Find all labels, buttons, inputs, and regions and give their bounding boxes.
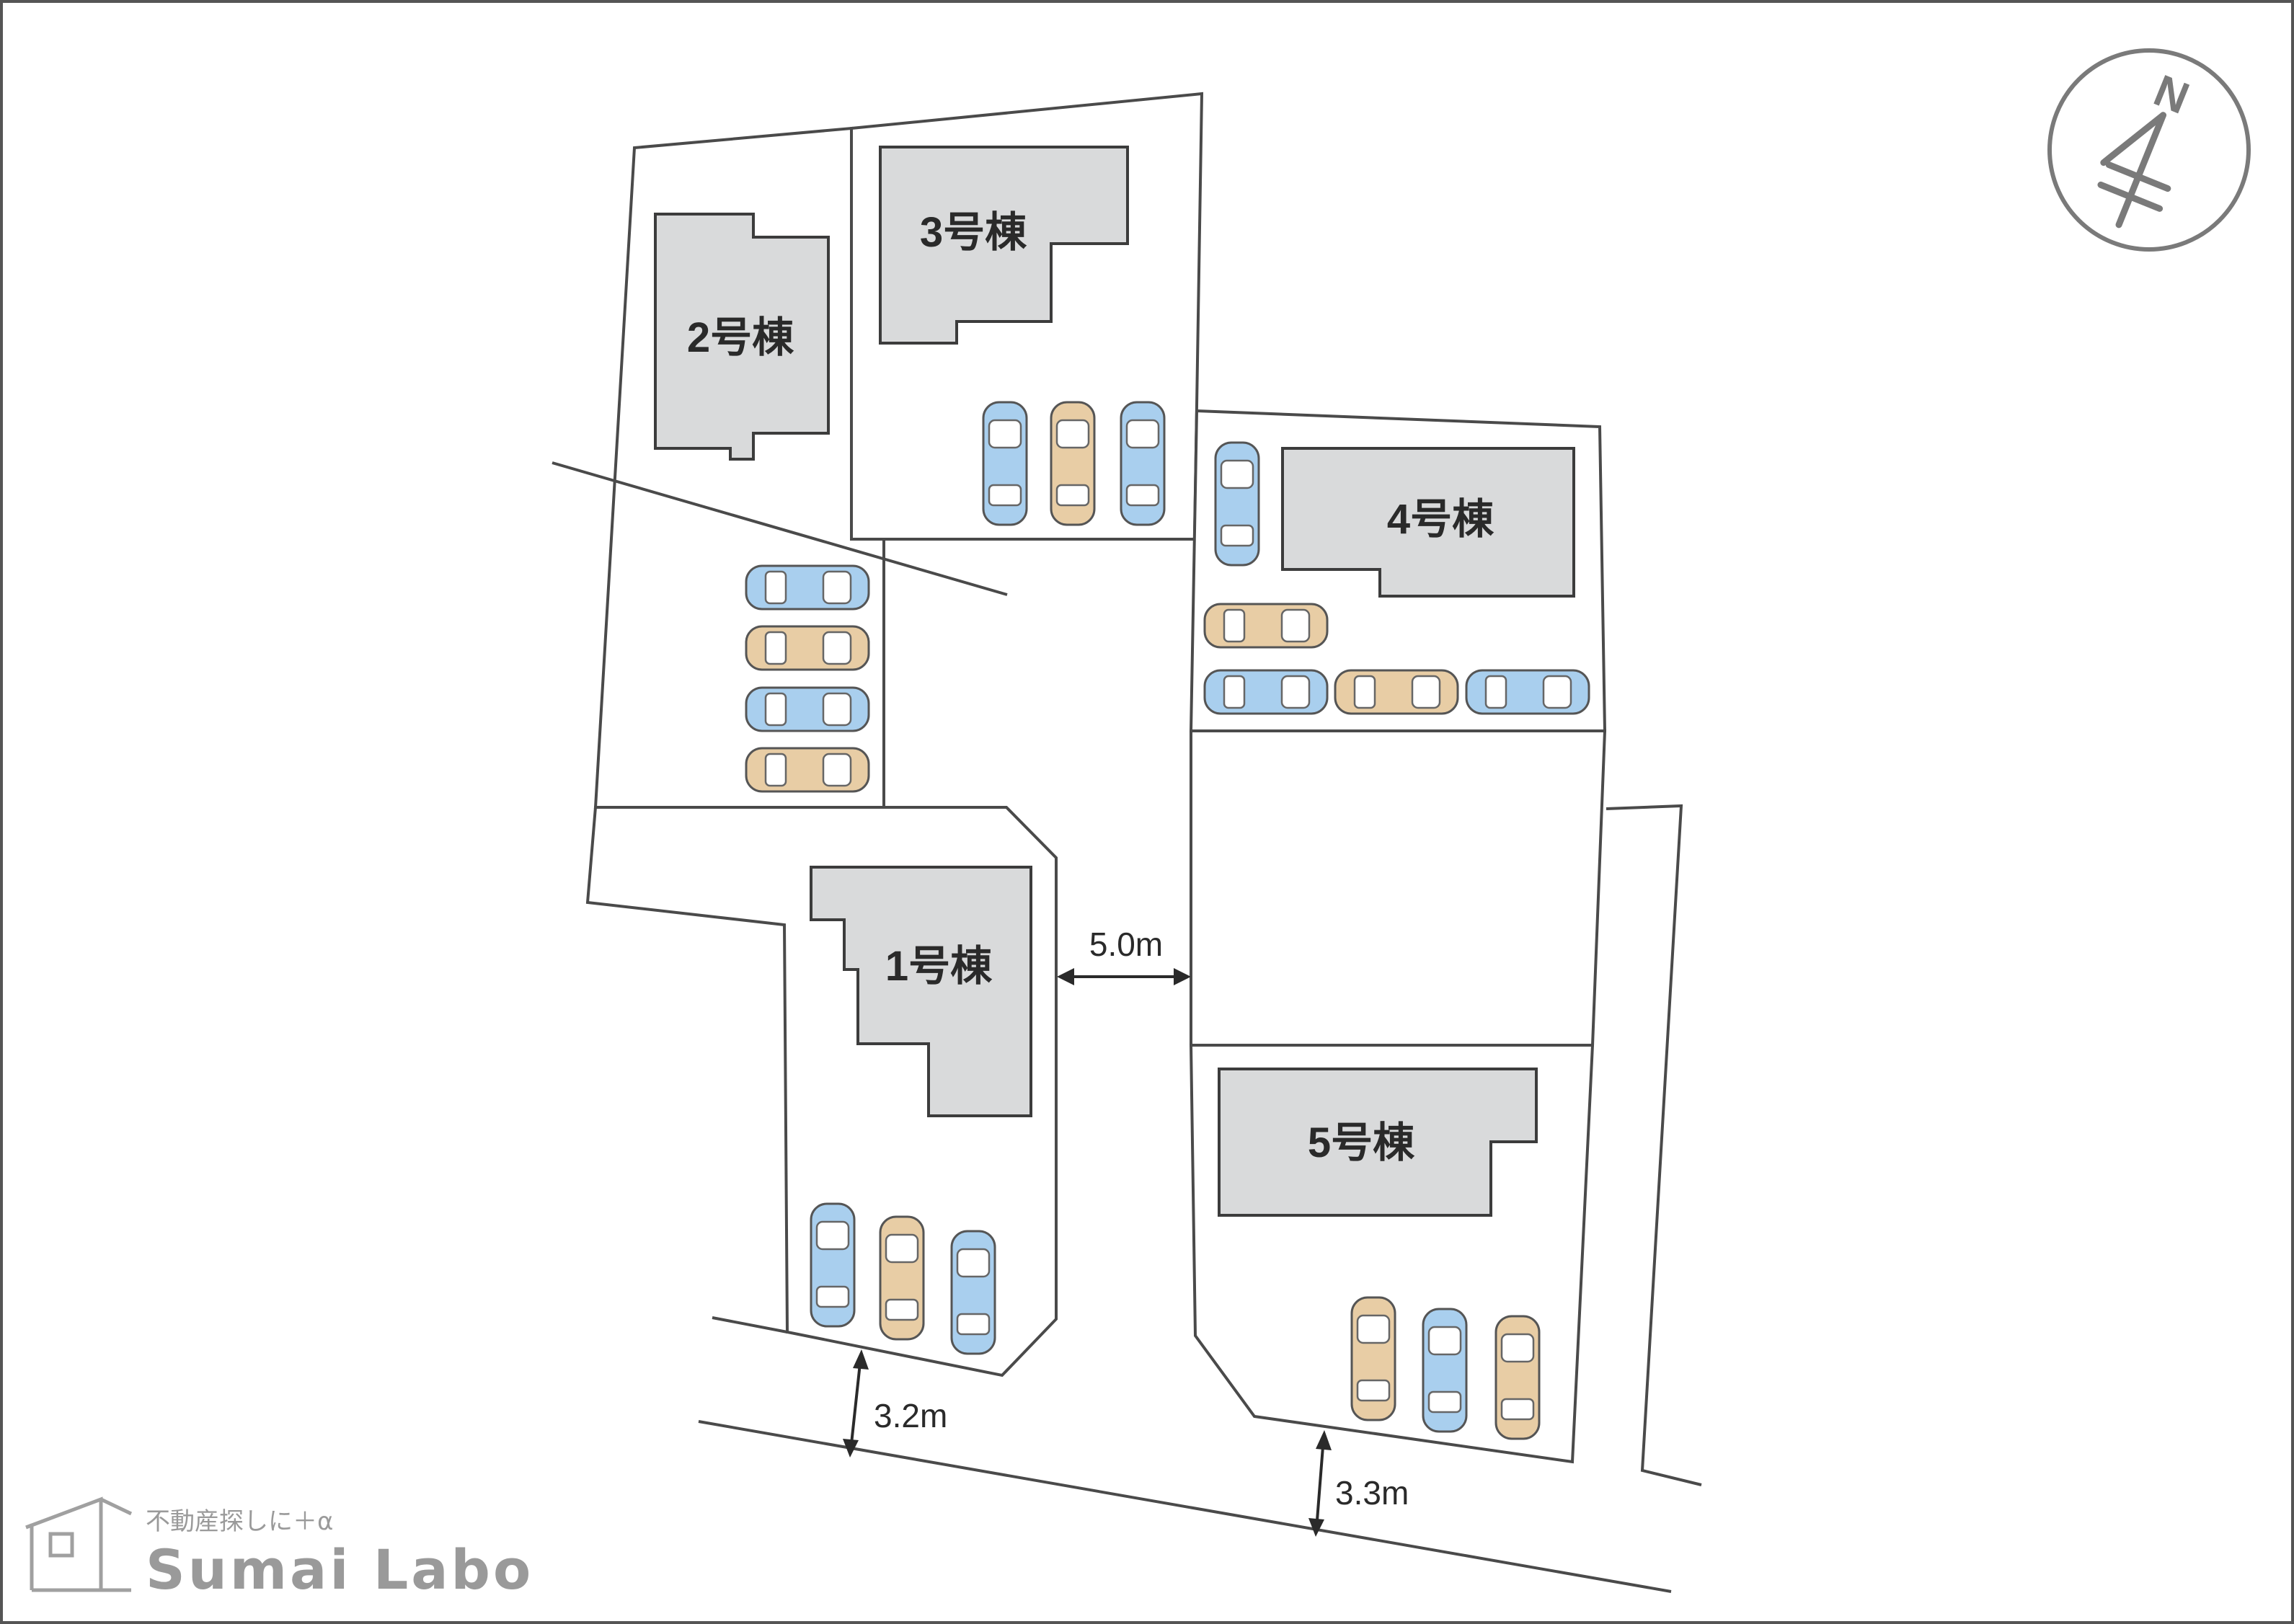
dimension-front-road-right: 3.3m <box>1308 1430 1409 1537</box>
north-compass-icon: N <box>2047 48 2251 252</box>
road-width-label: 5.0m <box>1089 926 1163 963</box>
building-5-label: 5号棟 <box>1308 1119 1415 1166</box>
dimension-arrow-line <box>1315 1437 1325 1530</box>
car-icon <box>1465 669 1590 715</box>
house-logo-icon <box>25 1496 133 1592</box>
lot-middle-boundary <box>1190 729 1607 1047</box>
car-icon <box>745 625 870 671</box>
dimension-arrow-line <box>849 1356 862 1451</box>
car-icon <box>1422 1308 1468 1433</box>
car-icon <box>1203 603 1329 649</box>
road-edge-left <box>712 1316 788 1334</box>
car-icon <box>1120 401 1166 526</box>
arrowhead-right-icon <box>1174 968 1191 985</box>
building-1 <box>810 866 1032 1117</box>
car-icon <box>1050 401 1096 526</box>
building-5 <box>1218 1068 1538 1217</box>
building-3-label: 3号棟 <box>920 209 1027 256</box>
arrowhead-down-icon <box>1308 1518 1324 1537</box>
buildings <box>654 146 1575 1217</box>
road-far-edge <box>698 1420 1672 1593</box>
logo-tagline: 不動産探しに＋α <box>146 1507 333 1536</box>
car-icon <box>1334 669 1459 715</box>
car-icon <box>1203 669 1329 715</box>
building-2 <box>654 213 830 461</box>
car-icon <box>745 564 870 611</box>
arrowhead-left-icon <box>1057 968 1074 985</box>
dimension-road-width: 5.0m <box>1057 926 1191 985</box>
front-road-left-label: 3.2m <box>874 1397 947 1434</box>
car-icon <box>982 401 1028 526</box>
car-icon <box>810 1202 856 1328</box>
diagonal-boundary-line <box>552 461 1008 596</box>
arrowhead-down-icon <box>843 1439 859 1457</box>
front-road-right-label: 3.3m <box>1335 1474 1409 1512</box>
dimension-front-road-left: 3.2m <box>843 1349 947 1457</box>
building-4 <box>1281 447 1575 598</box>
car-icon <box>879 1215 925 1341</box>
car-icon <box>745 747 870 793</box>
car-icon <box>1494 1315 1541 1440</box>
car-icon <box>950 1230 996 1355</box>
building-2-label: 2号棟 <box>687 314 794 361</box>
building-1-label: 1号棟 <box>885 943 993 990</box>
building-3 <box>879 146 1129 345</box>
car-icon <box>1214 441 1260 567</box>
car-icon <box>1350 1296 1396 1421</box>
neighbor-boundary <box>1606 804 1702 1486</box>
sumai-labo-logo: 不動産探しに＋α Sumai Labo <box>25 1496 533 1602</box>
building-4-label: 4号棟 <box>1387 496 1494 543</box>
logo-name: Sumai Labo <box>146 1538 533 1602</box>
car-icon <box>745 686 870 732</box>
arrowhead-up-icon <box>1316 1430 1332 1450</box>
arrowhead-up-icon <box>853 1349 869 1370</box>
